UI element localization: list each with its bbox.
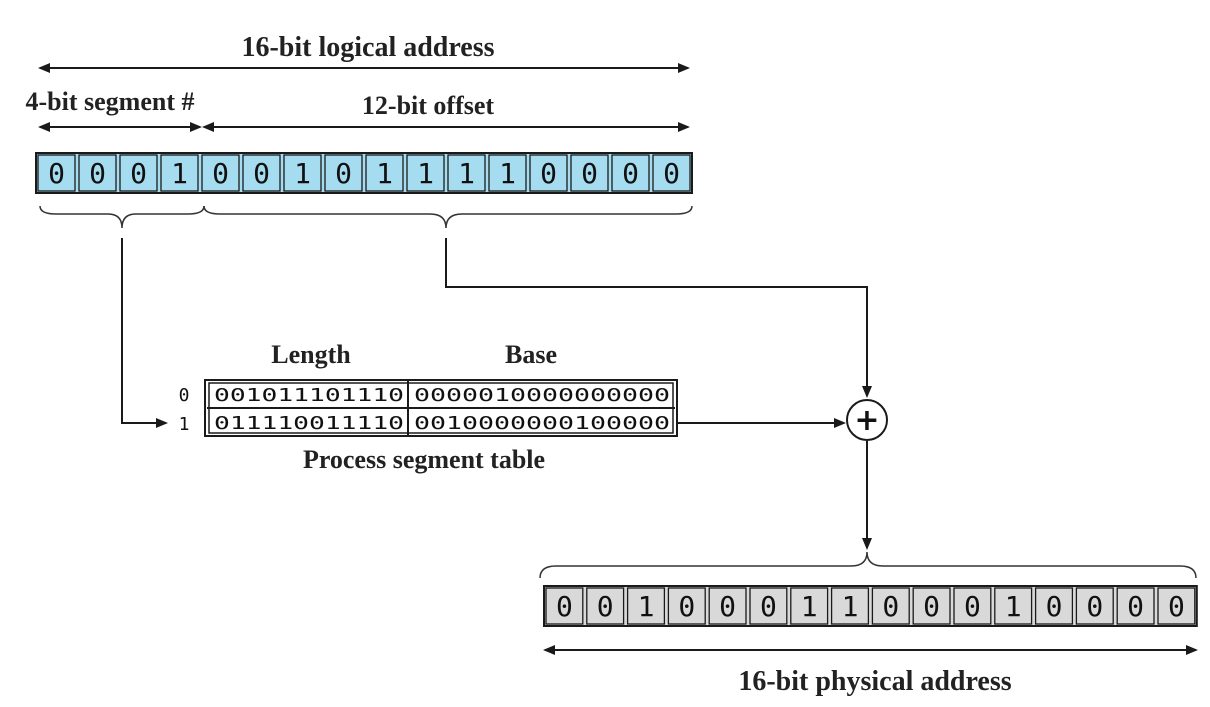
logical-address-cell bbox=[570, 154, 609, 192]
logical-address-cell bbox=[78, 154, 117, 192]
logical-address-bit: 0 bbox=[253, 157, 270, 190]
logical-address-cell bbox=[529, 154, 568, 192]
logical-address-bit: 1 bbox=[171, 157, 188, 190]
segment-brace bbox=[39, 205, 205, 229]
physical-address-bit: 0 bbox=[760, 590, 777, 623]
physical-address-bit: 1 bbox=[1005, 590, 1022, 623]
logical-address-cell bbox=[283, 154, 322, 192]
segment-number-label: 4-bit segment # bbox=[26, 87, 195, 116]
offset-brace bbox=[203, 205, 693, 229]
offset-connector-line bbox=[445, 238, 872, 398]
segment-table-title: Process segment table bbox=[303, 445, 545, 474]
row-index: 1 bbox=[179, 414, 190, 435]
logical-address-bit: 0 bbox=[663, 157, 680, 190]
logical-address-bit: 0 bbox=[89, 157, 106, 190]
row-base: 0000010000000000 bbox=[414, 385, 670, 406]
physical-address-bit: 1 bbox=[801, 590, 818, 623]
plus-icon: + bbox=[854, 403, 879, 438]
logical-address-bit: 1 bbox=[499, 157, 516, 190]
logical-address-frame bbox=[35, 152, 693, 194]
physical-address-cell bbox=[1157, 587, 1196, 625]
row-base: 0010000000100000 bbox=[414, 413, 670, 434]
logical-address-cell bbox=[447, 154, 486, 192]
physical-address-cell bbox=[626, 587, 666, 625]
physical-address-bit: 0 bbox=[1046, 590, 1063, 623]
physical-address-bit: 1 bbox=[842, 590, 859, 623]
physical-address-bit: 0 bbox=[556, 590, 573, 623]
logical-address-cell bbox=[611, 154, 650, 192]
physical-address-cell bbox=[1116, 587, 1155, 625]
physical-address-cell bbox=[1034, 587, 1074, 625]
logical-address-bit: 0 bbox=[581, 157, 598, 190]
physical-brace bbox=[539, 551, 1197, 579]
logical-address-cell bbox=[119, 154, 158, 192]
logical-address-cell bbox=[488, 154, 527, 192]
physical-address-cell bbox=[708, 587, 747, 625]
physical-address-cell bbox=[953, 587, 992, 625]
logical-address-cell bbox=[201, 154, 240, 192]
physical-address-cell bbox=[994, 587, 1033, 625]
physical-address-cell bbox=[1075, 587, 1114, 625]
physical-address-bit: 0 bbox=[1127, 590, 1144, 623]
adder-node: + bbox=[846, 399, 888, 441]
logical-address-bit: 0 bbox=[212, 157, 229, 190]
logical-address-bit: 0 bbox=[130, 157, 147, 190]
logical-address-cell bbox=[365, 154, 404, 192]
physical-address-bit: 0 bbox=[882, 590, 899, 623]
base-header: Base bbox=[505, 340, 557, 369]
logical-address-bit: 0 bbox=[48, 157, 65, 190]
logical-address-cell bbox=[324, 154, 363, 192]
physical-address-bit: 0 bbox=[678, 590, 695, 623]
physical-address-bit: 0 bbox=[1086, 590, 1103, 623]
logical-address-bit: 0 bbox=[540, 157, 557, 190]
physical-address-bit: 1 bbox=[638, 590, 655, 623]
physical-address-cell bbox=[545, 587, 584, 625]
physical-address-bit: 0 bbox=[1168, 590, 1185, 623]
row-length: 001011101110 bbox=[214, 385, 404, 406]
logical-address-bit: 0 bbox=[622, 157, 639, 190]
logical-address-bit: 1 bbox=[376, 157, 393, 190]
segment-connector-line bbox=[121, 238, 168, 428]
physical-address-bit: 0 bbox=[923, 590, 940, 623]
logical-address-cell bbox=[652, 154, 691, 192]
row-length: 011110011110 bbox=[214, 413, 404, 434]
logical-address-cell bbox=[160, 154, 199, 192]
physical-address-bit: 0 bbox=[719, 590, 736, 623]
physical-address-cell bbox=[586, 587, 625, 625]
logical-address-cell bbox=[37, 154, 76, 192]
physical-address-cell bbox=[871, 587, 910, 625]
physical-address-cell bbox=[912, 587, 951, 625]
row-index: 0 bbox=[179, 385, 190, 406]
physical-address-cell bbox=[790, 587, 829, 625]
logical-address-cell bbox=[242, 154, 281, 192]
physical-address-cell bbox=[749, 587, 788, 625]
offset-label: 12-bit offset bbox=[362, 91, 494, 120]
length-header: Length bbox=[271, 340, 351, 369]
physical-address-frame bbox=[543, 585, 1198, 627]
logical-address-title: 16-bit logical address bbox=[241, 32, 494, 63]
logical-address-bit: 1 bbox=[417, 157, 434, 190]
physical-address-cell bbox=[667, 587, 706, 625]
physical-address-title: 16-bit physical address bbox=[738, 666, 1011, 697]
logical-address-bit: 1 bbox=[458, 157, 475, 190]
physical-address-bit: 0 bbox=[964, 590, 981, 623]
logical-address-cell bbox=[406, 154, 445, 192]
table-row: 0 001011101110 0000010000000000 bbox=[179, 385, 670, 406]
table-row: 1 011110011110 0010000000100000 bbox=[179, 413, 670, 435]
physical-address-bit: 0 bbox=[597, 590, 614, 623]
segment-table: 0 001011101110 0000010000000000 1 011110… bbox=[179, 379, 678, 437]
logical-address-bit: 0 bbox=[335, 157, 352, 190]
physical-address-cell bbox=[830, 587, 870, 625]
logical-address-bit: 1 bbox=[294, 157, 311, 190]
